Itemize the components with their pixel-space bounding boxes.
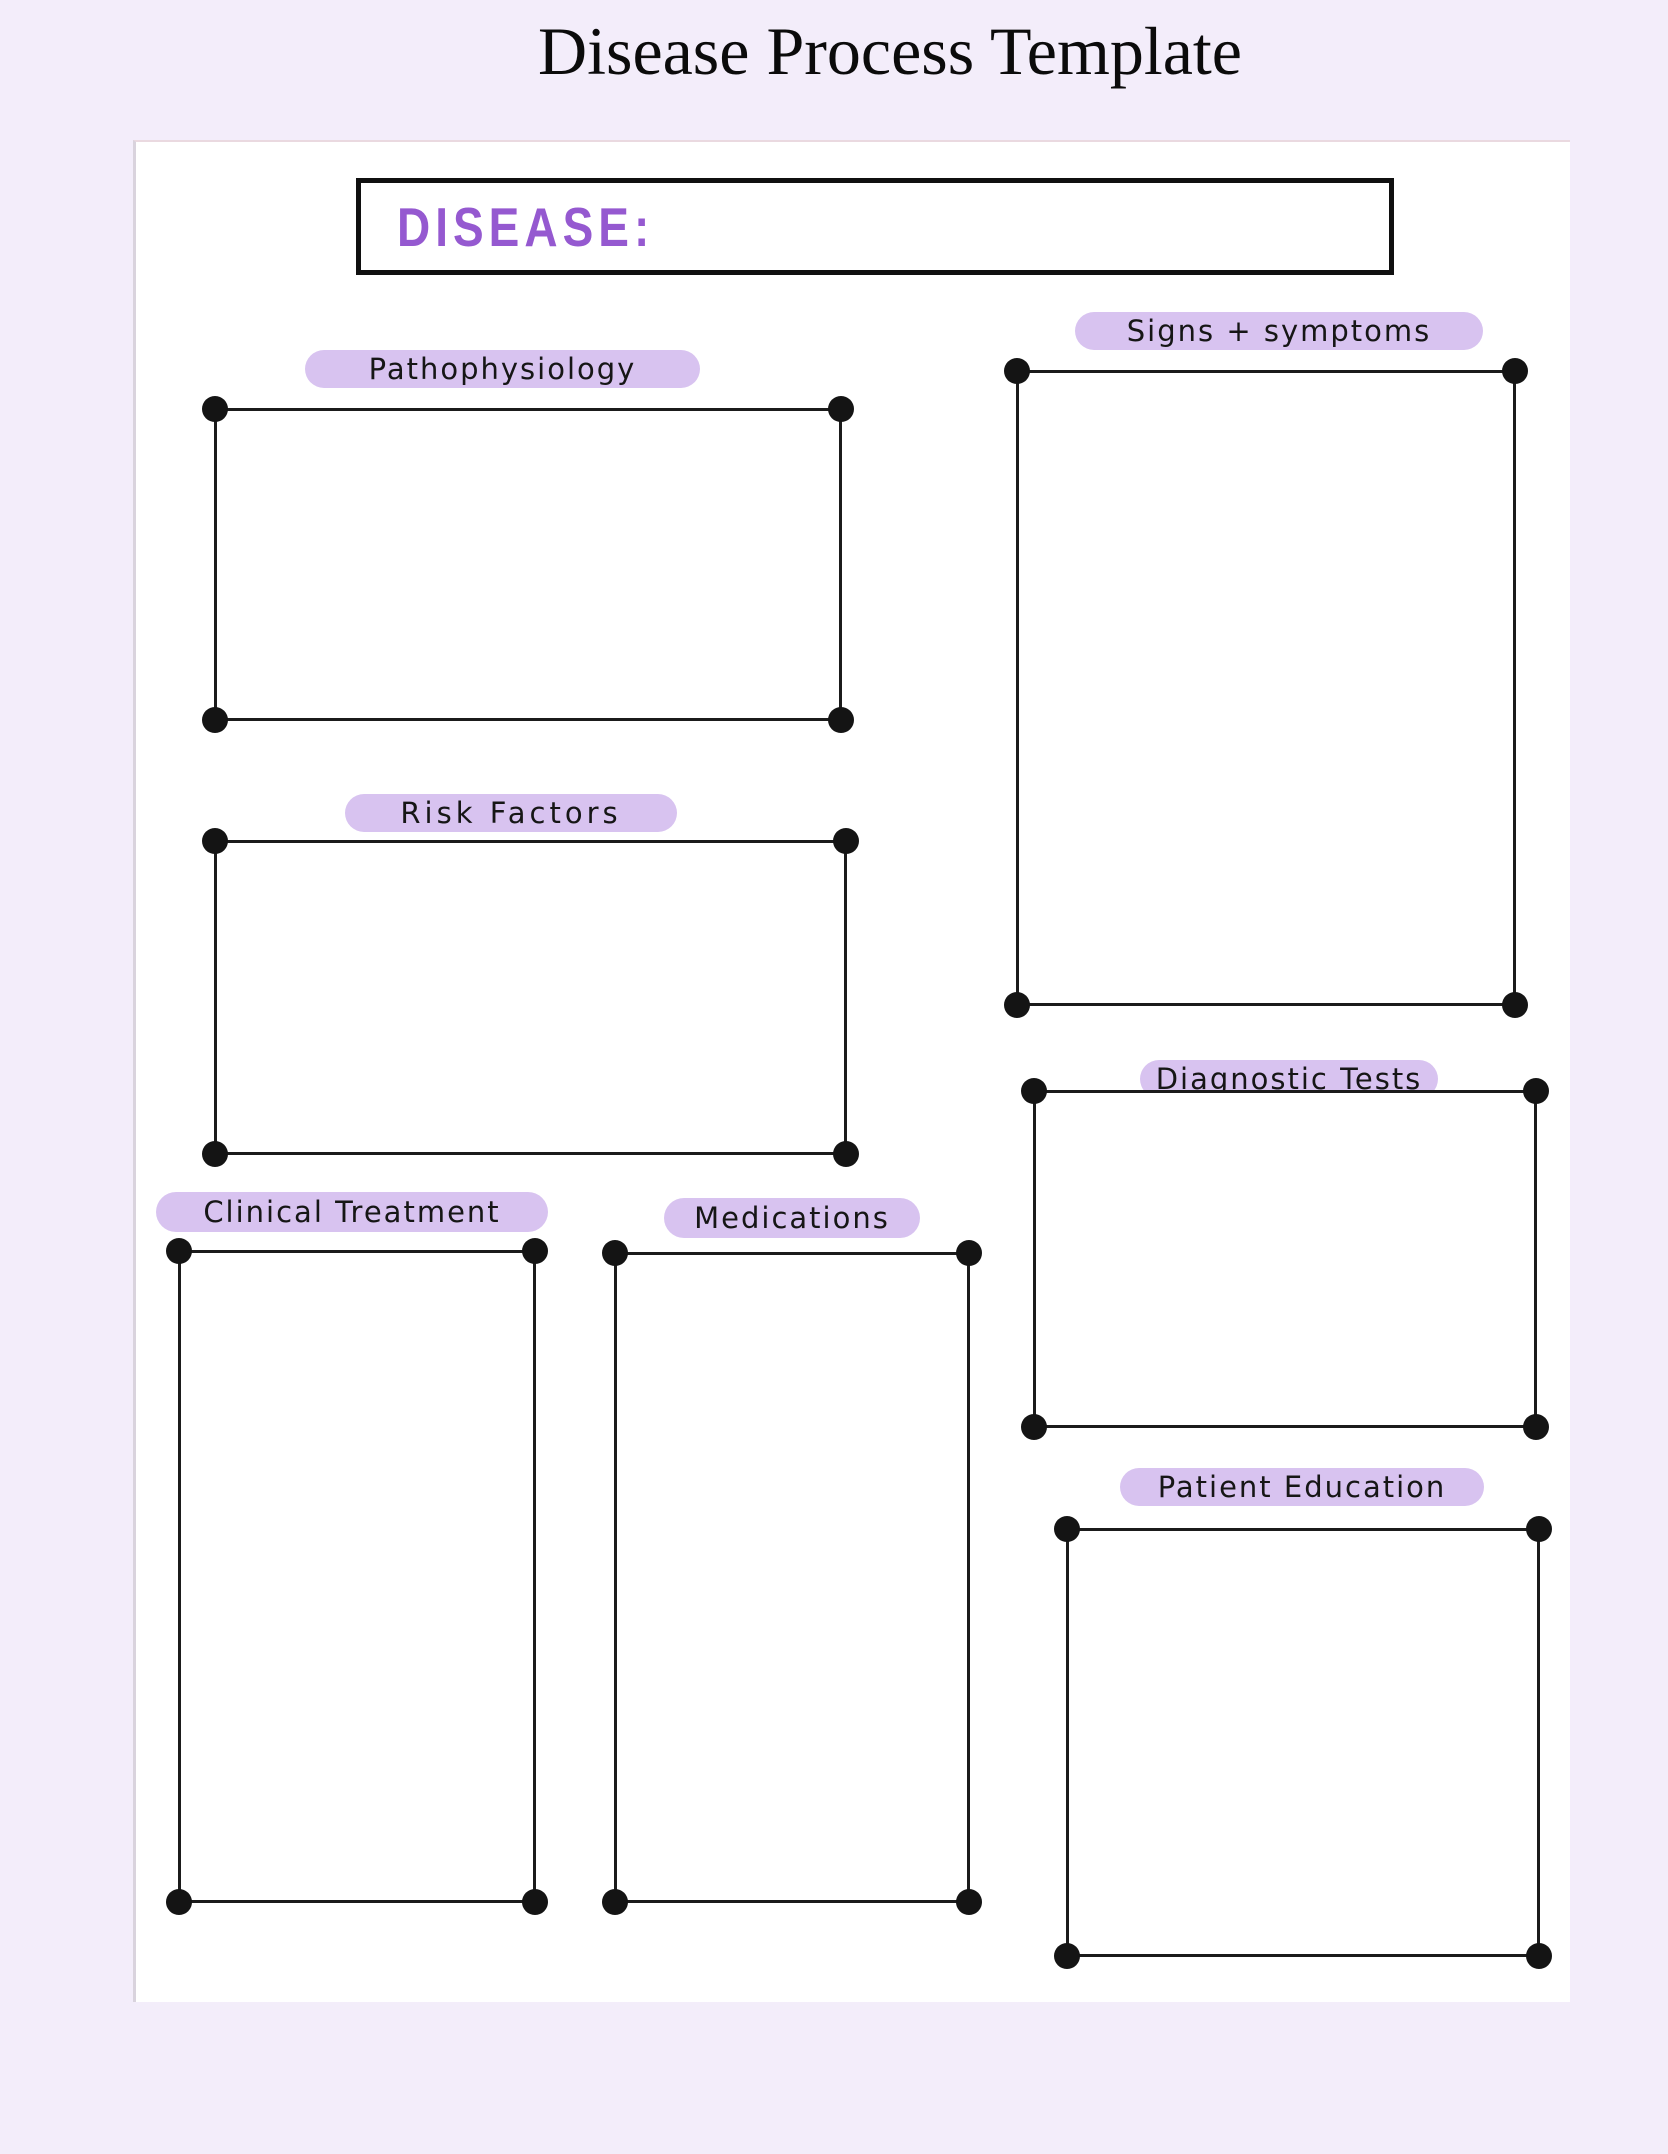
corner-dot — [956, 1240, 982, 1266]
section-label-text: Risk Factors — [400, 796, 622, 830]
corner-dot — [1502, 358, 1528, 384]
corner-dot — [202, 707, 228, 733]
section-label-signs-symptoms: Signs + symptoms — [1075, 312, 1483, 350]
corner-dot — [1526, 1943, 1552, 1969]
corner-dot — [1526, 1516, 1552, 1542]
corner-dot — [828, 396, 854, 422]
corner-dot — [522, 1238, 548, 1264]
note-box-pathophysiology[interactable] — [202, 396, 854, 733]
corner-dot — [1523, 1078, 1549, 1104]
page-title: Disease Process Template — [537, 13, 1242, 89]
section-label-pathophysiology: Pathophysiology — [305, 350, 700, 388]
section-label-text: Pathophysiology — [368, 352, 637, 386]
corner-dot — [1054, 1943, 1080, 1969]
corner-dot — [1523, 1414, 1549, 1440]
section-label-text: Signs + symptoms — [1126, 314, 1432, 348]
note-box-diagnostic-tests[interactable] — [1021, 1078, 1549, 1440]
corner-dot — [1021, 1414, 1047, 1440]
corner-dot — [1054, 1516, 1080, 1542]
corner-dot — [956, 1889, 982, 1915]
corner-dot — [522, 1889, 548, 1915]
section-label-patient-education: Patient Education — [1120, 1468, 1484, 1506]
section-label-clinical-treatment: Clinical Treatment — [156, 1192, 548, 1232]
section-label-text: Clinical Treatment — [203, 1195, 501, 1229]
corner-dot — [1004, 992, 1030, 1018]
corner-dot — [202, 828, 228, 854]
section-label-text: Medications — [694, 1201, 890, 1235]
corner-dot — [202, 1141, 228, 1167]
section-label-text: Patient Education — [1157, 1470, 1447, 1504]
note-box-risk-factors[interactable] — [202, 828, 859, 1167]
corner-dot — [202, 396, 228, 422]
corner-dot — [602, 1889, 628, 1915]
corner-dot — [1021, 1078, 1047, 1104]
section-label-risk-factors: Risk Factors — [345, 794, 677, 832]
corner-dot — [166, 1238, 192, 1264]
corner-dot — [833, 828, 859, 854]
note-box-patient-education[interactable] — [1054, 1516, 1552, 1969]
note-box-signs-symptoms[interactable] — [1004, 358, 1528, 1018]
corner-dot — [1004, 358, 1030, 384]
note-box-medications[interactable] — [602, 1240, 982, 1915]
corner-dot — [602, 1240, 628, 1266]
corner-dot — [166, 1889, 192, 1915]
disease-label: DISEASE: — [397, 195, 655, 258]
corner-dot — [828, 707, 854, 733]
note-box-clinical-treatment[interactable] — [166, 1238, 548, 1915]
corner-dot — [833, 1141, 859, 1167]
section-label-medications: Medications — [664, 1198, 920, 1238]
disease-field[interactable]: DISEASE: — [356, 178, 1394, 275]
corner-dot — [1502, 992, 1528, 1018]
